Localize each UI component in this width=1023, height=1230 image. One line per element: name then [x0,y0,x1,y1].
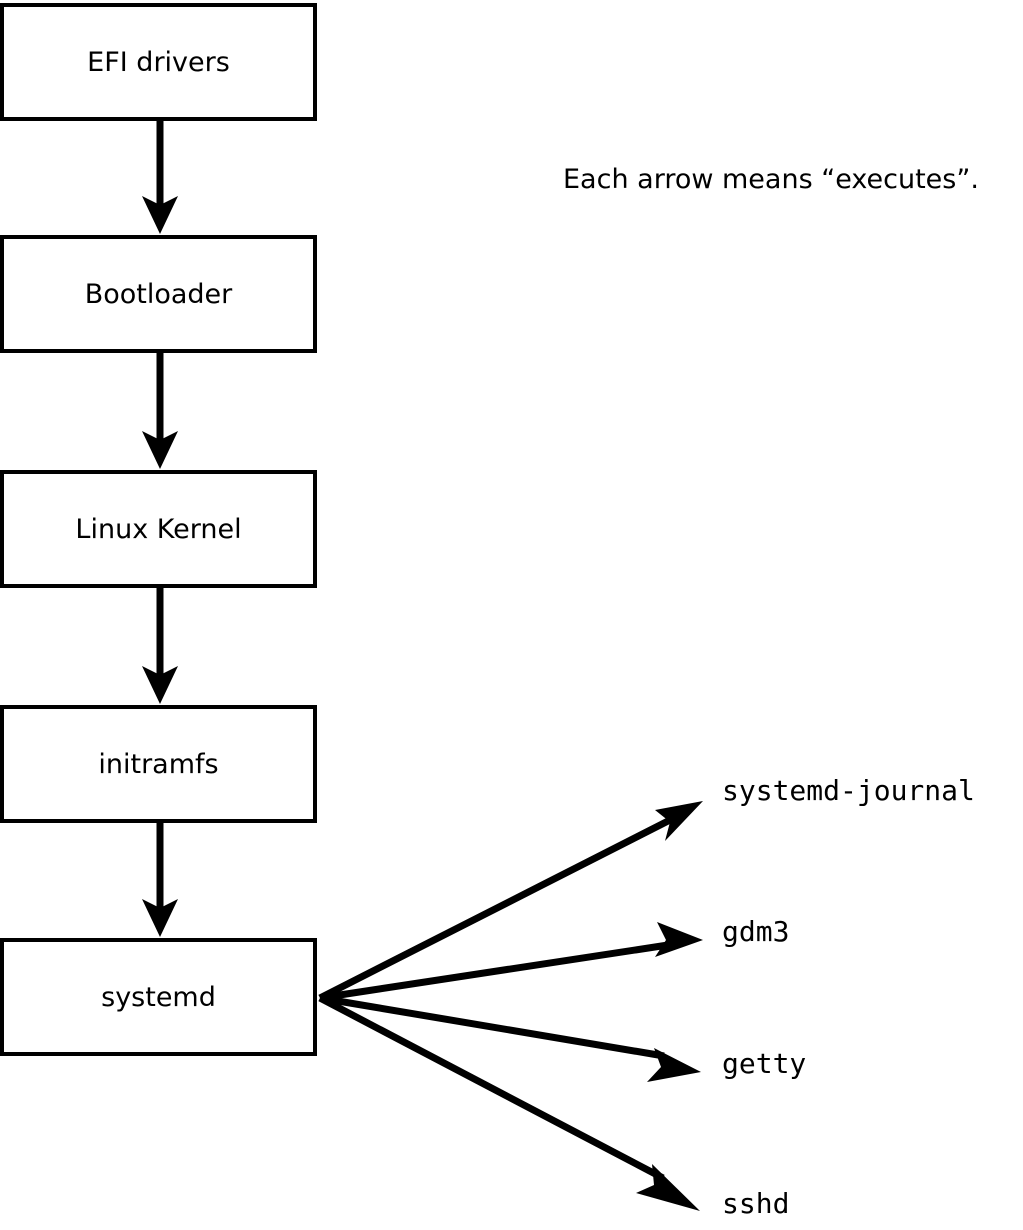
arrow-systemd-to-gdm3 [319,922,703,1002]
stage-box-systemd[interactable]: systemd [0,938,317,1056]
arrow-linux-kernel-to-initramfs [142,588,178,704]
stage-label-systemd: systemd [101,981,216,1013]
stage-box-efi-drivers[interactable]: EFI drivers [0,3,317,121]
stage-label-linux-kernel: Linux Kernel [75,513,242,545]
stage-box-initramfs[interactable]: initramfs [0,705,317,823]
arrow-initramfs-to-systemd [142,823,178,937]
stage-label-efi-drivers: EFI drivers [87,46,230,78]
arrow-systemd-to-systemd-journal [318,801,703,1002]
arrow-bootloader-to-linux-kernel [142,353,178,469]
arrow-systemd-to-sshd [318,994,700,1211]
stage-box-bootloader[interactable]: Bootloader [0,235,317,353]
arrow-systemd-to-getty [319,994,701,1082]
service-label-systemd-journal[interactable]: systemd-journal [722,774,975,807]
service-label-gdm3[interactable]: gdm3 [722,915,790,948]
diagram-caption: Each arrow means “executes”. [563,164,979,195]
stage-label-initramfs: initramfs [98,748,219,780]
service-label-getty[interactable]: getty [722,1047,807,1080]
service-label-sshd[interactable]: sshd [722,1187,790,1220]
arrow-efi-drivers-to-bootloader [142,121,178,234]
stage-label-bootloader: Bootloader [84,278,233,310]
stage-box-linux-kernel[interactable]: Linux Kernel [0,470,317,588]
